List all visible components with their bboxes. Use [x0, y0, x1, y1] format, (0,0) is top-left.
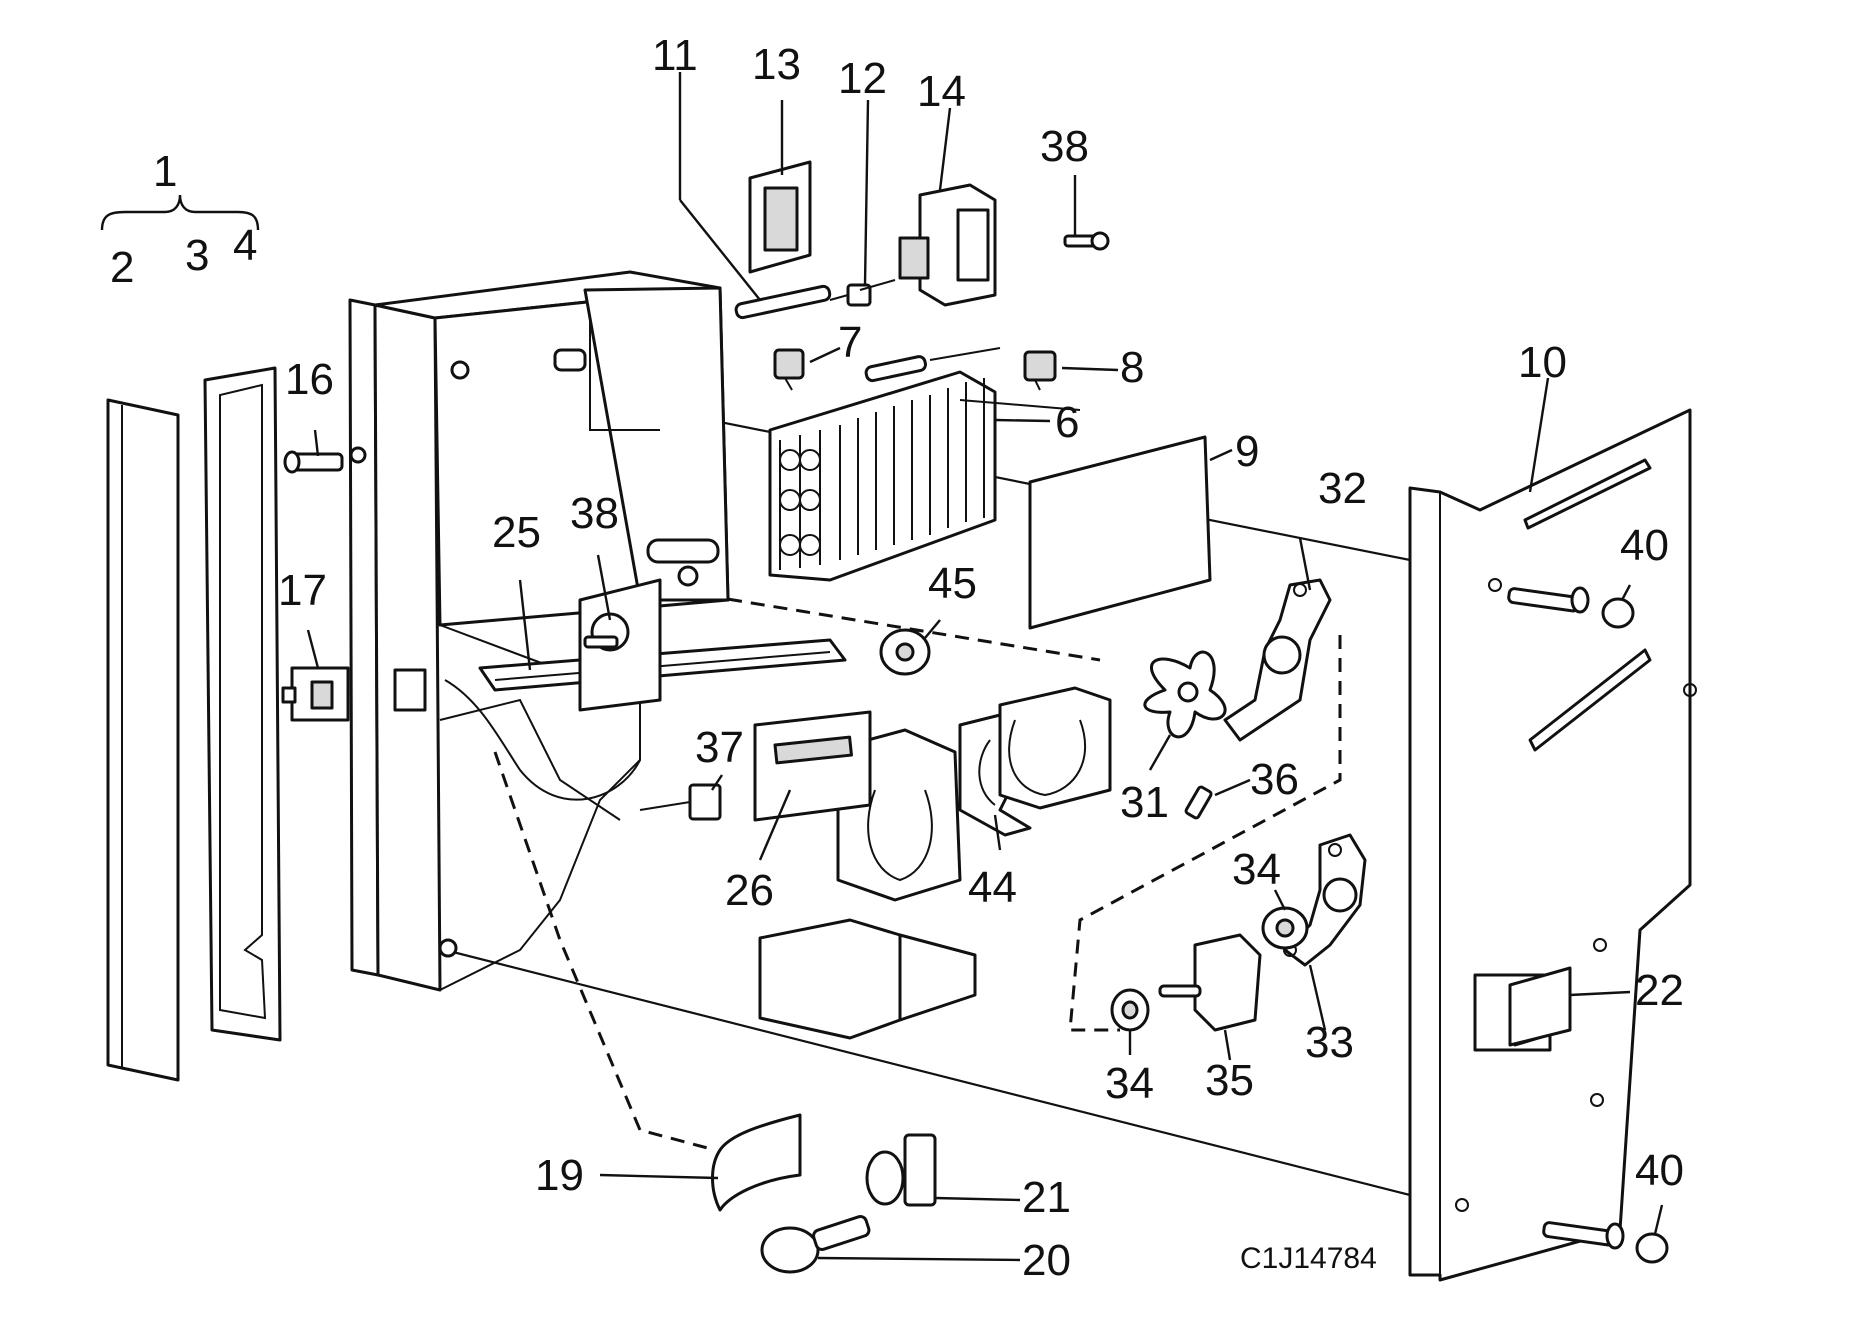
callout-31: 31: [1120, 778, 1169, 827]
screw-40-lower: [1542, 1221, 1669, 1264]
callout-17: 17: [278, 566, 327, 615]
fan-bracket-32: [1223, 578, 1332, 742]
bulb-20: [760, 1215, 871, 1274]
grommet-34-upper: [1261, 906, 1309, 950]
cover-22: [1508, 966, 1572, 1047]
lamp-holder-21: [865, 1133, 937, 1207]
callout-8: 8: [1120, 343, 1144, 392]
thermostat-sensor: [734, 283, 872, 320]
callout-1: 1: [153, 147, 177, 196]
callout-40-upper: 40: [1620, 521, 1669, 570]
callout-14: 14: [917, 67, 966, 116]
callout-12: 12: [838, 54, 887, 103]
callout-37: 37: [695, 723, 744, 772]
callout-6: 6: [1055, 398, 1079, 447]
drain-trough-25: [478, 638, 847, 698]
fan-blade-31: [1143, 650, 1227, 739]
callout-labels: 1 2 3 4 6 7 8 9 10 11 12 13 14 16 17 19 …: [110, 31, 1684, 1285]
callout-34-upper: 34: [1232, 845, 1281, 894]
callout-35: 35: [1205, 1056, 1254, 1105]
grommet-45: [879, 628, 931, 676]
fan-motor-35: [1158, 933, 1262, 1032]
clip-8: [1023, 350, 1057, 391]
connector-37: [639, 783, 722, 821]
callout-45: 45: [928, 559, 977, 608]
callout-25: 25: [492, 508, 541, 557]
switch-17: [281, 666, 350, 722]
callout-11: 11: [652, 31, 698, 80]
door-trim-strip: [106, 398, 180, 1082]
cover-plate-13: [748, 160, 812, 274]
main-housing: [348, 270, 730, 992]
drawing-code: C1J14784: [1240, 1242, 1377, 1275]
screw-38-top: [1063, 231, 1110, 251]
callout-38-top: 38: [1040, 122, 1089, 171]
screw-36: [1184, 785, 1213, 820]
callout-10: 10: [1518, 338, 1567, 387]
evaporator-6: [768, 347, 1081, 582]
bracket-1: [100, 194, 260, 231]
leader-lines: [306, 72, 1664, 1262]
callout-19: 19: [535, 1151, 584, 1200]
screw-40-upper: [1507, 586, 1635, 629]
callout-33: 33: [1305, 1018, 1354, 1067]
gasket-26: [753, 710, 872, 822]
callout-38-mid: 38: [570, 489, 619, 538]
callout-4: 4: [233, 221, 257, 270]
bracket-38-mid: [578, 578, 662, 712]
grommet-34-lower: [1110, 988, 1150, 1032]
clip-7: [773, 348, 805, 391]
callout-26: 26: [725, 866, 774, 915]
panel-9: [1028, 435, 1212, 630]
callout-36: 36: [1250, 755, 1299, 804]
callout-40-lower: 40: [1635, 1146, 1684, 1195]
lamp-shade-19: [711, 1113, 802, 1212]
callout-22: 22: [1635, 966, 1684, 1015]
callout-2: 2: [110, 243, 134, 292]
callout-20: 20: [1022, 1236, 1071, 1285]
callout-9: 9: [1235, 427, 1259, 476]
door-seal-frame: [203, 366, 282, 1042]
thermostat-14: [859, 183, 997, 307]
callout-34-lower: 34: [1105, 1059, 1154, 1108]
callout-44: 44: [968, 863, 1017, 912]
callout-3: 3: [185, 231, 209, 280]
drip-box: [758, 918, 977, 1040]
callout-16: 16: [285, 355, 334, 404]
callout-32: 32: [1318, 464, 1367, 513]
callout-21: 21: [1022, 1173, 1071, 1222]
fan-shroud: [998, 686, 1112, 810]
callout-13: 13: [752, 40, 801, 89]
callout-7: 7: [838, 318, 862, 367]
